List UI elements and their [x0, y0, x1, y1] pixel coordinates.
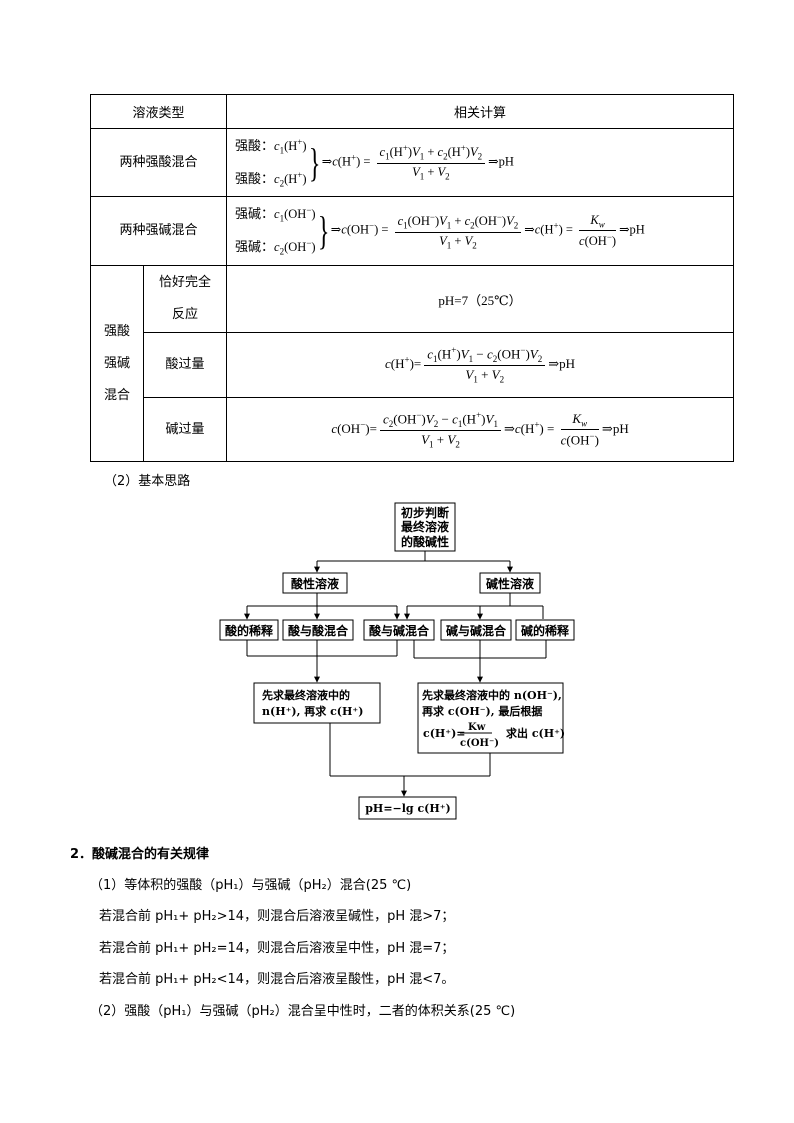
section2-p2: 若混合前 pH₁+ pH₂>14，则混合后溶液呈碱性，pH 混>7；	[99, 909, 455, 924]
acid2-prefix: 强酸：	[235, 171, 275, 187]
flow-right-result-3: 求出 c(H⁺)	[506, 726, 565, 740]
acid-excess-result: pH	[559, 355, 576, 371]
mix-label-1: 强酸	[103, 323, 130, 339]
flow-base-base-text: 碱与碱混合	[446, 623, 507, 638]
table-header-row: 溶液类型 相关计算	[89, 94, 735, 129]
flow-basic-text: 碱性溶液	[486, 576, 534, 591]
section2-p3: 若混合前 pH₁+ pH₂=14，则混合后溶液呈中性，pH 混=7；	[99, 941, 455, 956]
exact-label-1: 恰好完全	[159, 275, 212, 290]
flow-final-box	[358, 796, 457, 820]
base1-prefix: 强碱：	[235, 207, 275, 223]
row-label-two-bases: 两种强碱混合	[89, 196, 228, 266]
flow-left-result-2: n(H⁺), 再求 c(H⁺)	[262, 704, 363, 718]
section2-p1: （1）等体积的强酸（pH₁）与强碱（pH₂）混合(25 ℃)	[90, 878, 412, 893]
base2-prefix: 强碱：	[235, 240, 275, 256]
acid1-prefix: 强酸：	[235, 139, 275, 154]
mix-label-3: 混合	[103, 387, 130, 403]
flow-base-dilute-text: 碱的稀释	[521, 623, 570, 638]
flow-acid-base-text: 酸与碱混合	[369, 623, 430, 638]
flow-acid-dilute-box	[219, 619, 279, 641]
table-row-exact: 强酸 强碱 混合 恰好完全 反应 pH=7（25℃）	[90, 265, 735, 462]
flow-left-result-1: 先求最终溶液中的	[262, 688, 350, 702]
sub-label-base-excess: 碱过量	[142, 397, 228, 462]
flow-acidic-text: 酸性溶液	[291, 576, 339, 591]
sub-label-exact: 恰好完全 反应	[142, 265, 228, 333]
flow-base-base-box	[440, 619, 512, 641]
formula-two-bases: 强碱：c1(OH−) 强碱：c2(OH−) }⇒c(OH−) = c1(OH−)…	[226, 196, 735, 266]
mix-label-2: 强碱	[103, 355, 130, 371]
flow-acid-dilute-text: 酸的稀释	[225, 623, 274, 638]
flow-right-kw: Kw	[468, 722, 486, 733]
section2-heading: 2．酸碱混合的有关规律	[70, 847, 210, 862]
calculation-table: 溶液类型 相关计算 两种强酸混合 强酸：c1(H+) 强酸：c2(H+) }⇒c…	[89, 94, 735, 462]
flow-acid-base-box	[363, 619, 435, 641]
flow-acidic-box	[282, 572, 348, 594]
flow-start-text-3: 的酸碱性	[401, 534, 449, 549]
header-solution-type: 溶液类型	[89, 94, 228, 129]
row-label-two-acids: 两种强酸混合	[89, 128, 228, 197]
flow-acid-acid-text: 酸与酸混合	[288, 623, 349, 638]
formula-exact: pH=7（25℃）	[226, 265, 735, 333]
table-row-two-acids: 两种强酸混合 强酸：c1(H+) 强酸：c2(H+) }⇒c(H+) = c1(…	[89, 128, 735, 197]
flow-acid-acid-box	[282, 619, 354, 641]
header-related-calc: 相关计算	[226, 94, 735, 129]
exact-label-2: 反应	[172, 307, 199, 322]
formula-two-acids: 强酸：c1(H+) 强酸：c2(H+) }⇒c(H+) = c1(H+)V1 +…	[226, 128, 735, 197]
flow-start-text-2: 最终溶液	[401, 519, 449, 534]
base-result: pH	[629, 222, 645, 237]
right-brace-icon: }	[317, 208, 329, 253]
acid-result: pH	[498, 154, 514, 169]
row-label-mix: 强酸 强碱 混合	[90, 265, 144, 462]
table-row-two-bases: 两种强碱混合 强碱：c1(OH−) 强碱：c2(OH−) }⇒c(OH−) = …	[89, 196, 735, 266]
right-brace-icon: }	[308, 139, 320, 185]
flow-base-dilute-box	[515, 619, 575, 641]
flow-right-result-1: 先求最终溶液中的 n(OH⁻),	[422, 688, 562, 702]
flow-right-coh: c(OH⁻)	[460, 738, 499, 749]
flow-right-result-2: 再求 c(OH⁻), 最后根据	[422, 704, 542, 718]
flow-start-text-1: 初步判断	[401, 505, 449, 520]
flow-left-result-box	[253, 682, 381, 724]
flow-final-text: pH=−lg c(H⁺)	[365, 802, 451, 815]
section2-p4: 若混合前 pH₁+ pH₂<14，则混合后溶液呈酸性，pH 混<7。	[99, 972, 455, 987]
section-thinking: （2）基本思路	[104, 474, 191, 489]
section2-p5: （2）强酸（pH₁）与强碱（pH₂）混合呈中性时，二者的体积关系(25 ℃)	[90, 1004, 516, 1019]
base-excess-result: pH	[612, 420, 629, 436]
flow-right-ch: c(H⁺)=	[423, 727, 466, 740]
